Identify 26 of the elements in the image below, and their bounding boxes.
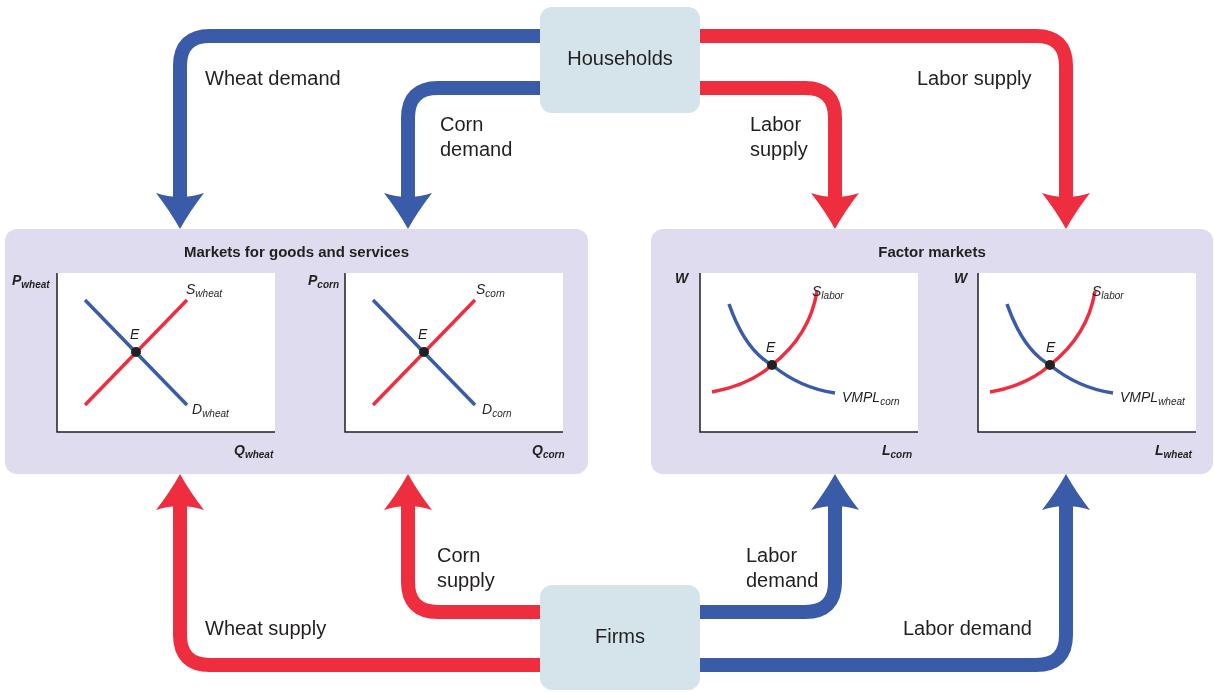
equilibrium-label: E xyxy=(130,326,140,342)
axis-label: Q$_{wheat}$ xyxy=(234,442,274,460)
equilibrium-label: E xyxy=(418,326,428,342)
axis-label: W xyxy=(954,270,968,286)
agent-box xyxy=(540,585,700,690)
agent-label: Households xyxy=(566,47,674,70)
panel-title: Markets for goods and services xyxy=(182,243,411,260)
axis-label: Q$_{corn}$ xyxy=(532,442,565,460)
axis-label: P$_{wheat}$ xyxy=(12,272,50,290)
axis-label: L$_{wheat}$ xyxy=(1155,442,1192,460)
curve-label: S$_{labor}$ xyxy=(1092,283,1124,301)
curve-label: S$_{wheat}$ xyxy=(186,281,223,299)
curve-label: S$_{labor}$ xyxy=(812,283,844,301)
axis-label: L$_{corn}$ xyxy=(882,442,913,460)
axis-label: W xyxy=(675,270,689,286)
equilibrium-label: E xyxy=(1046,339,1056,355)
curve-label: D$_{corn}$ xyxy=(482,401,512,419)
agent-box xyxy=(540,7,700,113)
curve-label: VMPL$_{wheat}$ xyxy=(1120,389,1185,407)
agent-label: Firms xyxy=(594,625,646,648)
equilibrium-label: E xyxy=(766,339,776,355)
curve-label: D$_{wheat}$ xyxy=(192,401,229,419)
axis-label: P$_{corn}$ xyxy=(308,272,339,290)
panel-title: Factor markets xyxy=(877,243,987,260)
curve-label: S$_{corn}$ xyxy=(476,281,505,299)
curve-label: VMPL$_{corn}$ xyxy=(842,389,900,407)
